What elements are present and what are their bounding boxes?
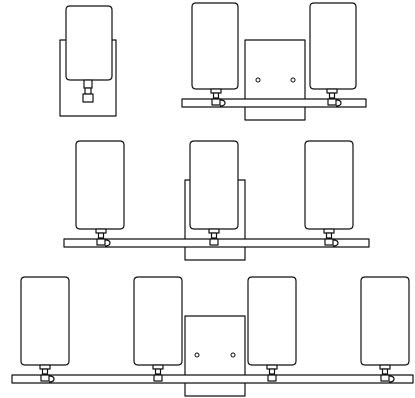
socket-stem (154, 368, 162, 375)
mounting-block (82, 93, 94, 103)
arm-curl (219, 99, 226, 107)
one-light-sconce (59, 5, 117, 117)
mounting-screw (255, 77, 261, 83)
mounting-screw (290, 77, 296, 83)
glass-shade (309, 2, 357, 90)
socket-cup (83, 79, 93, 89)
arm-knuckle (84, 87, 92, 95)
socket-stem (210, 232, 218, 239)
fixture-bar (11, 374, 414, 384)
arm-curl (104, 239, 111, 247)
arm-knuckle (324, 238, 334, 246)
arm-knuckle (380, 374, 390, 382)
arm-knuckle (211, 98, 221, 106)
wall-backplate (244, 39, 306, 121)
arm-curl (335, 99, 342, 107)
arm-knuckle (153, 374, 163, 382)
arm-knuckle (327, 98, 337, 106)
socket-stem (381, 368, 389, 375)
four-light-vanity (11, 276, 414, 397)
mounting-screw (230, 352, 236, 358)
arm-knuckle (267, 374, 277, 382)
arm-knuckle (40, 374, 50, 382)
arm-curl (388, 375, 395, 383)
two-light-vanity (181, 2, 367, 121)
glass-shade (360, 276, 410, 366)
arm-knuckle (209, 238, 219, 246)
glass-shade (191, 2, 239, 90)
socket-stem (41, 368, 49, 375)
arm-knuckle (96, 238, 106, 246)
glass-shade (247, 276, 297, 366)
glass-shade (75, 140, 125, 230)
wall-backplate (184, 315, 246, 397)
arm-curl (48, 375, 55, 383)
socket-stem (325, 232, 333, 239)
glass-shade (304, 140, 354, 230)
arm-curl (332, 239, 339, 247)
socket-stem (268, 368, 276, 375)
socket-stem (212, 92, 220, 99)
glass-shade (65, 5, 113, 81)
socket-stem (328, 92, 336, 99)
glass-shade (133, 276, 183, 366)
three-light-vanity (63, 140, 370, 261)
mounting-screw (194, 352, 200, 358)
socket-stem (97, 232, 105, 239)
glass-shade (189, 140, 239, 230)
fixture-bar (181, 98, 367, 108)
glass-shade (20, 276, 70, 366)
